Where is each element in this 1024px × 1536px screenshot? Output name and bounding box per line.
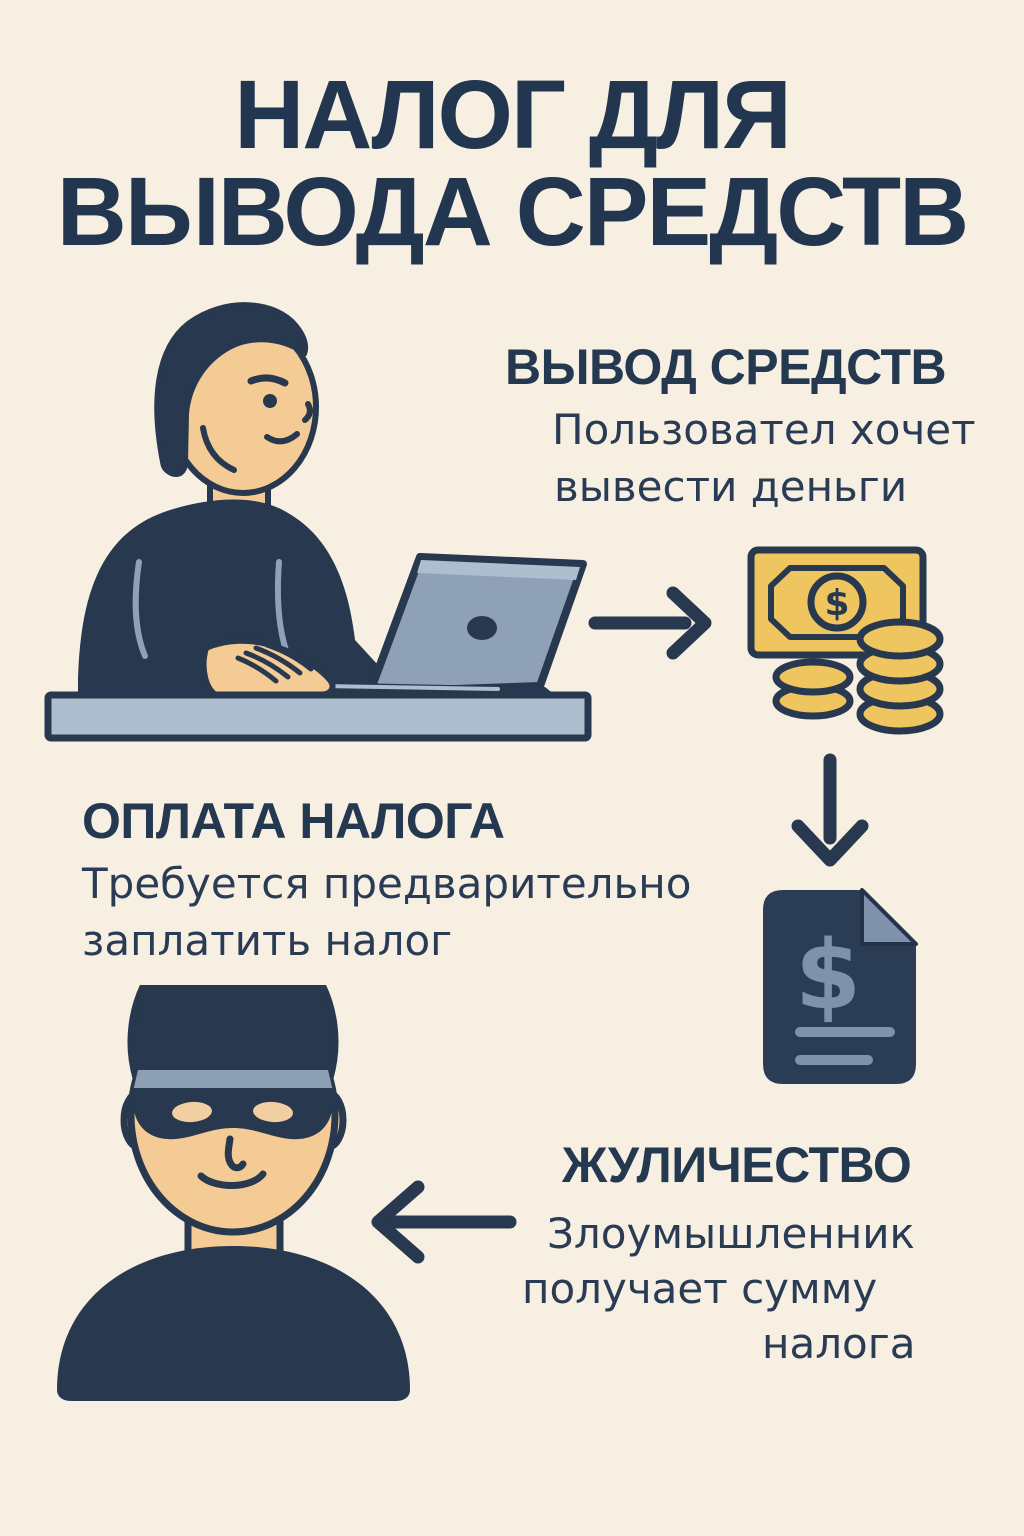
banknote-circle	[807, 572, 867, 632]
withdraw-body-line1: Пользовател хочет	[552, 405, 976, 454]
user-hand	[200, 637, 336, 698]
user-sweater	[78, 499, 393, 700]
desk	[44, 691, 592, 742]
hand-finger-line	[243, 650, 291, 680]
hand-finger-line	[264, 642, 314, 672]
banknote-dollar-symbol: $	[824, 583, 849, 624]
thief-hat-band	[133, 1070, 333, 1091]
fraud-body-line3: налога	[762, 1319, 916, 1368]
hand-finger-line	[253, 645, 303, 676]
fraud-heading: ЖУЛИЧЕСТВО	[562, 1137, 912, 1193]
thief-illustration	[57, 985, 410, 1401]
thief-beanie-hat	[127, 985, 339, 1082]
user-eyebrow	[247, 374, 289, 387]
page-title-line2: ВЫВОДА СРЕДСТВ	[56, 157, 969, 266]
withdraw-heading: ВЫВОД СРЕДСТВ	[505, 339, 947, 395]
tax-body-line1: Требуется предварительно	[82, 859, 692, 908]
coin-stack-tall	[856, 618, 944, 735]
laptop-logo-icon	[467, 616, 497, 640]
user-eye	[263, 394, 277, 408]
withdraw-body-line2: вывести деньги	[554, 462, 908, 511]
user-at-laptop-illustration	[44, 302, 592, 742]
money-cash-icon: $	[747, 546, 944, 735]
document-folded-corner	[860, 888, 918, 946]
hand-finger-line	[235, 655, 279, 684]
tax-heading: ОПЛАТА НАЛОГА	[82, 793, 505, 849]
arrow-down-icon	[791, 753, 869, 867]
tax-invoice-icon: $	[763, 888, 918, 1084]
laptop-screen-edge-highlight	[417, 560, 580, 580]
coin-stack-small	[772, 658, 854, 720]
page-title-line1: НАЛОГ ДЛЯ	[234, 60, 792, 169]
user-jaw-line	[200, 425, 237, 473]
document-dollar-symbol: $	[795, 921, 861, 1031]
sweater-seam-left	[132, 559, 148, 659]
thief-eye-hole-left	[172, 1101, 212, 1123]
user-nose	[302, 401, 313, 423]
thief-eye-mask	[133, 1088, 333, 1140]
fraud-body-line2: получает сумму	[522, 1264, 878, 1313]
thief-nose	[224, 1135, 247, 1172]
fraud-body-line1: Злоумышленник	[547, 1209, 915, 1258]
thief-smile	[197, 1170, 267, 1189]
arrow-left-icon	[371, 1180, 517, 1264]
user-smile	[264, 431, 300, 445]
thief-eye-hole-right	[253, 1101, 293, 1123]
page-title: НАЛОГ ДЛЯ ВЫВОДА СРЕДСТВ	[0, 66, 1024, 260]
arrow-right-icon	[588, 586, 712, 660]
thief-shoulders	[57, 1246, 410, 1401]
user-hair	[154, 302, 309, 477]
tax-body-line2: заплатить налог	[82, 916, 453, 965]
